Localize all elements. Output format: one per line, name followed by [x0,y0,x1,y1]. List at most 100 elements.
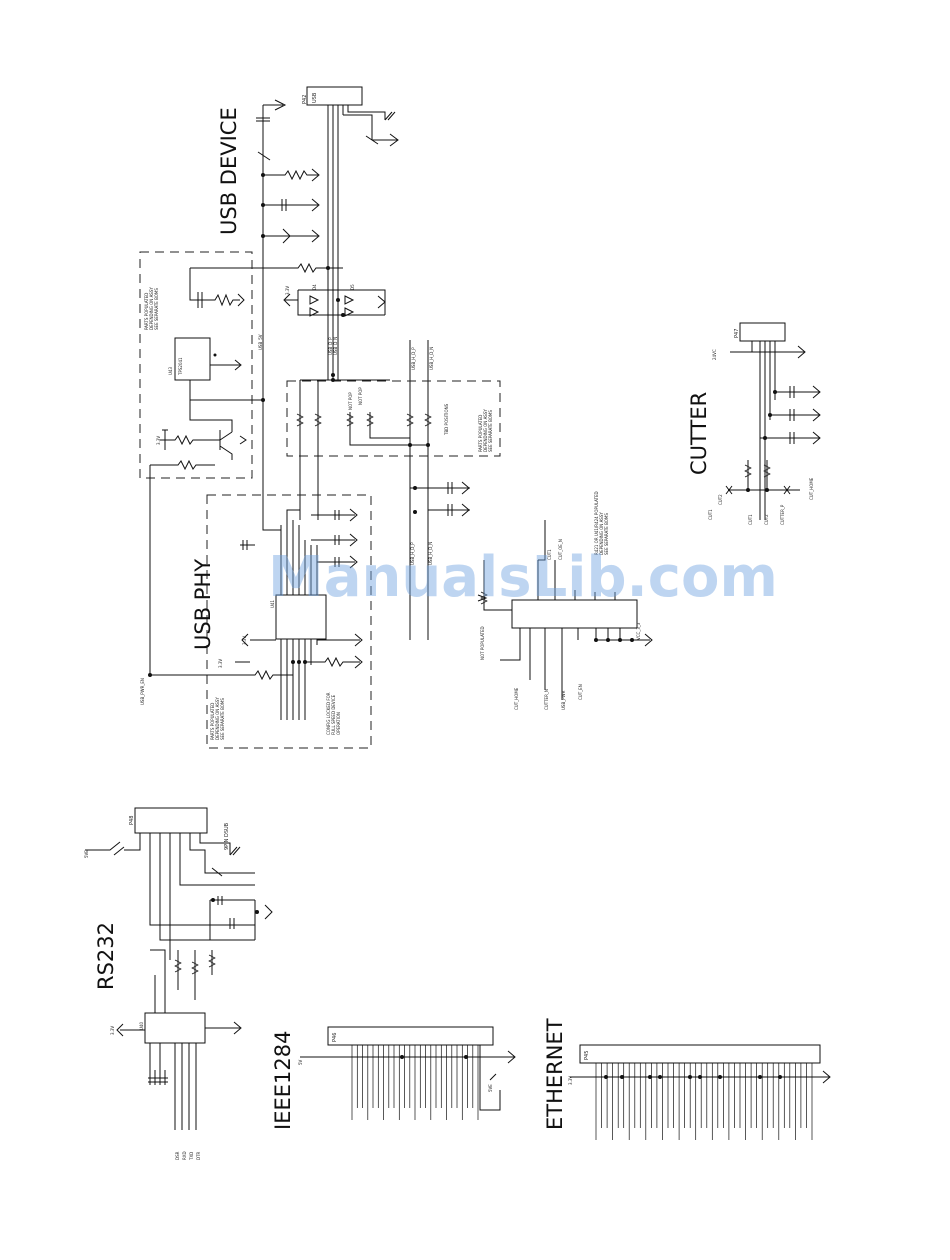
u43-gnd [210,359,242,371]
p42-gnd-arrow [343,114,399,147]
notpop-dashed-box [286,380,501,457]
rs232-res [177,950,213,1000]
svg-text:DEPENDING ON ASSY: DEPENDING ON ASSY [599,512,604,555]
u43-dashed-box [139,251,253,479]
svg-text:U41: U41 [270,600,275,608]
svg-text:SEE SEPARATE BOMS: SEE SEPARATE BOMS [154,288,159,330]
usb-device-section: USB DEVICE P42 USB 3.3V D4 D5 [190,86,434,520]
usb-device-rail [262,104,283,510]
svg-text:USB_H_D_P: USB_H_D_P [411,347,416,370]
svg-text:3.3V: 3.3V [218,659,223,668]
svg-text:CONFIG LOCKED FOR: CONFIG LOCKED FOR [326,692,331,735]
resistor-r2 [190,262,343,274]
cutter-caps [760,386,820,444]
svg-text:TBD POSITIONS: TBD POSITIONS [444,403,449,436]
svg-text:SEE SEPARATE BOMS: SEE SEPARATE BOMS [488,410,493,452]
v33-arrow [283,293,298,307]
svg-text:CUT_OE_N: CUT_OE_N [558,539,563,560]
svg-text:CUT1: CUT1 [708,509,713,520]
rs232-caps [209,896,256,940]
ethernet-pins [595,1063,813,1140]
u42-buffer [511,599,638,629]
tvs-diode [263,228,318,244]
svg-text:CUT1: CUT1 [748,514,753,525]
cutter-title: CUTTER [687,392,711,475]
ethernet-junction [688,1075,692,1079]
svg-text:RXD: RXD [182,1151,187,1160]
svg-text:DSR: DSR [175,1151,180,1160]
svg-text:CUT_EN: CUT_EN [578,684,583,700]
svg-text:CUT2: CUT2 [718,494,723,505]
cap-c1 [256,117,270,122]
svg-text:P48: P48 [129,816,135,825]
cap-c3 [197,292,203,308]
p42-ferrite [365,135,379,145]
svg-text:3.3V: 3.3V [110,1026,115,1035]
svg-text:DEPENDING ON ASSY: DEPENDING ON ASSY [215,697,220,740]
svg-text:USB_H_D_P: USB_H_D_P [410,542,415,565]
svg-text:USB_D_P: USB_D_P [328,337,333,355]
ieee-5v-out [479,1045,501,1111]
resistor-r1 [263,169,318,181]
phy-resistor [305,655,363,669]
resistor-r5 [150,459,215,471]
svg-text:24VC: 24VC [712,349,717,360]
svg-text:CUT_HOME: CUT_HOME [809,477,814,500]
svg-text:SEE SEPARATE BOMS: SEE SEPARATE BOMS [604,513,609,555]
svg-text:SEE SEPARATE BOMS: SEE SEPARATE BOMS [220,698,225,740]
caps-c5-c6 [410,482,470,516]
p42-shield [360,111,396,121]
transceiver-bottom [149,1043,197,1130]
svg-text:USB_D_N: USB_D_N [333,337,338,355]
svg-text:NOT POP: NOT POP [348,392,353,410]
svg-text:3.3V: 3.3V [568,1076,573,1085]
u42-top [537,520,616,600]
svg-text:P46: P46 [332,1033,338,1042]
svg-text:FULL SPEED DEVICE: FULL SPEED DEVICE [331,694,336,735]
gnd-arrow-4 [311,229,320,243]
ethernet-junction [778,1075,782,1079]
mid-verticals [409,460,429,640]
usb-phy-chip [275,594,327,640]
rs232-transceiver [144,1012,206,1044]
p48-connector [134,807,208,834]
ethernet-junction [698,1075,702,1079]
svg-text:3.3V: 3.3V [242,636,247,645]
ferrite-rs232 [211,867,223,877]
u42-bottom [500,628,650,700]
u42-gnd [644,633,653,647]
notpop-links [349,430,428,446]
phy-v33 [241,633,276,647]
notpop-resistors [296,413,432,427]
cutter-res-zigzag [744,464,771,478]
p48-type: 9PIN DSUB [224,822,230,850]
transceiver-v33 [116,1023,145,1037]
phy-gnd [317,633,363,647]
svg-text:CUT2: CUT2 [764,514,769,525]
svg-text:DTR: DTR [196,1151,201,1160]
rs232-5v-in [85,833,141,856]
svg-text:PARTS POPULATED: PARTS POPULATED [478,415,483,452]
phy-caps-leads [311,514,355,563]
phy-top-pins [280,509,318,595]
manualslib-watermark: ManualsLib.com [268,545,778,610]
ieee1284-title: IEEE1284 [271,1031,295,1130]
ethernet-junction [658,1075,662,1079]
rs232-res-zigzag [174,954,216,975]
v33-rail-3 [162,429,168,450]
svg-text:CUTTER_N: CUTTER_N [544,689,549,710]
svg-text:DEPENDING ON ASSY: DEPENDING ON ASSY [149,287,154,330]
svg-text:PARTS POPULATED: PARTS POPULATED [210,703,215,740]
ferrite-2 [257,151,271,161]
ethernet-section: ETHERNET P45 3.3V [543,1018,831,1140]
gnd-arrow-3 [311,198,320,212]
ethernet-junction [718,1075,722,1079]
u43-chip [174,337,211,381]
usb-phy-dashed-box [206,494,372,749]
ieee1284-section: IEEE1284 P46 5V 5VE [271,1026,516,1130]
gnd-arrow-6 [237,293,245,307]
notpop-wires [299,379,390,520]
gnd-arrows-8 [461,481,470,517]
cutter-resistors [747,460,768,490]
ethernet-junction [758,1075,762,1079]
